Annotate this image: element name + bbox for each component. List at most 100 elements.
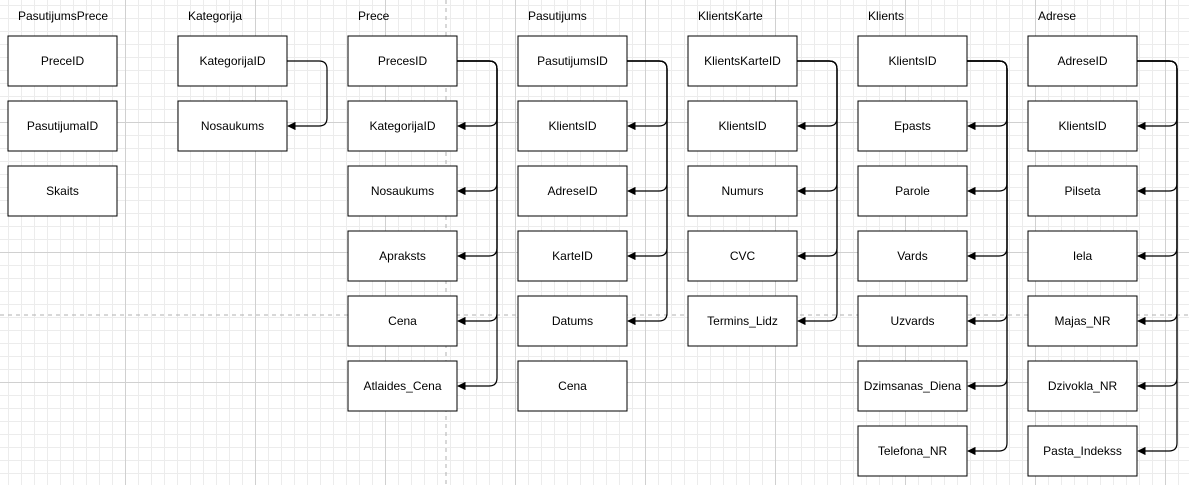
field-datums[interactable]: Datums xyxy=(517,295,628,347)
field-label: Atlaides_Cena xyxy=(363,379,441,393)
field-karteid[interactable]: KarteID xyxy=(517,230,628,282)
connector-klients-epasts xyxy=(967,60,1008,131)
field-box[interactable] xyxy=(857,230,968,282)
field-label: Vards xyxy=(897,249,927,263)
field-parole[interactable]: Parole xyxy=(857,165,968,217)
field-box[interactable] xyxy=(347,35,458,87)
field-box[interactable] xyxy=(517,100,628,152)
field-box[interactable] xyxy=(347,295,458,347)
field-label: KlientsID xyxy=(548,119,596,133)
field-box[interactable] xyxy=(517,360,628,412)
field-box[interactable] xyxy=(347,230,458,282)
table-title: Adrese xyxy=(1038,9,1076,23)
field-box[interactable] xyxy=(517,35,628,87)
field-label: Termins_Lidz xyxy=(707,314,778,328)
field-box[interactable] xyxy=(1027,230,1138,282)
field-termins-lidz[interactable]: Termins_Lidz xyxy=(687,295,798,347)
field-label: KategorijaID xyxy=(199,54,265,68)
field-telefona-nr[interactable]: Telefona_NR xyxy=(857,425,968,477)
field-box[interactable] xyxy=(517,165,628,217)
field-pasta-indekss[interactable]: Pasta_Indekss xyxy=(1027,425,1138,477)
field-box[interactable] xyxy=(347,100,458,152)
field-box[interactable] xyxy=(1027,100,1138,152)
field-majas-nr[interactable]: Majas_NR xyxy=(1027,295,1138,347)
connector-klients-dzimsanas-diena xyxy=(967,60,1008,391)
field-label: KlientsID xyxy=(718,119,766,133)
field-vards[interactable]: Vards xyxy=(857,230,968,282)
field-label: AdreseID xyxy=(547,184,597,198)
field-box[interactable] xyxy=(857,165,968,217)
field-dzivokla-nr[interactable]: Dzivokla_NR xyxy=(1027,360,1138,412)
field-label: AdreseID xyxy=(1057,54,1107,68)
field-box[interactable] xyxy=(1027,425,1138,477)
field-box[interactable] xyxy=(687,165,798,217)
field-nosaukums[interactable]: Nosaukums xyxy=(347,165,458,217)
field-kategorijaid[interactable]: KategorijaID xyxy=(347,100,458,152)
field-precesid[interactable]: PrecesID xyxy=(347,35,458,87)
field-box[interactable] xyxy=(687,100,798,152)
field-box[interactable] xyxy=(687,35,798,87)
field-box[interactable] xyxy=(517,295,628,347)
field-label: Numurs xyxy=(721,184,763,198)
field-box[interactable] xyxy=(347,165,458,217)
field-box[interactable] xyxy=(177,100,288,152)
field-kategorijaid[interactable]: KategorijaID xyxy=(177,35,288,87)
field-skaits[interactable]: Skaits xyxy=(7,165,118,217)
field-pasutijumsid[interactable]: PasutijumsID xyxy=(517,35,628,87)
field-epasts[interactable]: Epasts xyxy=(857,100,968,152)
field-box[interactable] xyxy=(857,295,968,347)
field-box[interactable] xyxy=(7,100,118,152)
connector-klientskarte-klientsid xyxy=(797,60,838,131)
tables-layer: PasutijumsPrecePreceIDPasutijumaIDSkaits… xyxy=(7,9,1178,477)
field-label: Nosaukums xyxy=(371,184,434,198)
field-box[interactable] xyxy=(687,230,798,282)
field-pasutijumaid[interactable]: PasutijumaID xyxy=(7,100,118,152)
field-label: Pilseta xyxy=(1064,184,1100,198)
field-box[interactable] xyxy=(7,165,118,217)
field-cena[interactable]: Cena xyxy=(347,295,458,347)
field-klientsid[interactable]: KlientsID xyxy=(687,100,798,152)
field-box[interactable] xyxy=(1027,295,1138,347)
field-atlaides-cena[interactable]: Atlaides_Cena xyxy=(347,360,458,412)
field-nosaukums[interactable]: Nosaukums xyxy=(177,100,288,152)
field-numurs[interactable]: Numurs xyxy=(687,165,798,217)
field-adreseid[interactable]: AdreseID xyxy=(517,165,628,217)
field-label: KlientsID xyxy=(888,54,936,68)
field-box[interactable] xyxy=(857,100,968,152)
field-box[interactable] xyxy=(1027,35,1138,87)
field-label: PasutijumsID xyxy=(537,54,608,68)
field-cvc[interactable]: CVC xyxy=(687,230,798,282)
field-klientsid[interactable]: KlientsID xyxy=(857,35,968,87)
field-apraksts[interactable]: Apraksts xyxy=(347,230,458,282)
field-preceid[interactable]: PreceID xyxy=(7,35,118,87)
field-label: PreceID xyxy=(41,54,85,68)
field-klientsid[interactable]: KlientsID xyxy=(1027,100,1138,152)
field-label: KlientsKarteID xyxy=(704,54,781,68)
field-iela[interactable]: Iela xyxy=(1027,230,1138,282)
field-klientskarteid[interactable]: KlientsKarteID xyxy=(687,35,798,87)
field-box[interactable] xyxy=(857,35,968,87)
field-box[interactable] xyxy=(347,360,458,412)
field-box[interactable] xyxy=(857,360,968,412)
field-uzvards[interactable]: Uzvards xyxy=(857,295,968,347)
field-box[interactable] xyxy=(857,425,968,477)
connector-adrese-dzivokla-nr xyxy=(1137,60,1178,391)
field-box[interactable] xyxy=(687,295,798,347)
field-box[interactable] xyxy=(1027,165,1138,217)
field-pilseta[interactable]: Pilseta xyxy=(1027,165,1138,217)
field-box[interactable] xyxy=(1027,360,1138,412)
field-klientsid[interactable]: KlientsID xyxy=(517,100,628,152)
connector-klientskarte-cvc xyxy=(797,60,838,261)
field-label: Dzivokla_NR xyxy=(1048,379,1118,393)
field-label: PrecesID xyxy=(378,54,428,68)
field-dzimsanas-diena[interactable]: Dzimsanas_Diena xyxy=(857,360,968,412)
field-label: Iela xyxy=(1073,249,1093,263)
field-box[interactable] xyxy=(517,230,628,282)
field-label: Dzimsanas_Diena xyxy=(864,379,962,393)
field-label: Cena xyxy=(388,314,417,328)
field-cena[interactable]: Cena xyxy=(517,360,628,412)
field-adreseid[interactable]: AdreseID xyxy=(1027,35,1138,87)
field-box[interactable] xyxy=(7,35,118,87)
